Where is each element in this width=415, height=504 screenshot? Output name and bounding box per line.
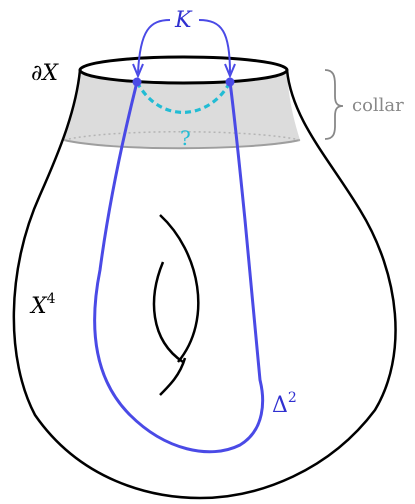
knot-arrow-left [137,19,171,74]
manifold-outline [12,69,397,500]
question-arc [135,81,232,114]
knot-point-right [225,77,235,87]
collar-band [64,70,300,148]
disk-curve [93,81,265,454]
knot-label: K [174,8,193,33]
knot-arrowhead-left [132,63,144,79]
collar-bottom-back [63,131,301,141]
manifold-superscript: 4 [47,291,56,307]
boundary-label: ∂X [31,61,59,86]
disk-label: Δ2 [272,390,297,418]
hole-lower-curve [152,261,184,364]
collar-brace [324,69,344,140]
disk-superscript: 2 [288,390,297,406]
knot-arrowhead-right [224,63,236,79]
knot-point-left [132,77,142,87]
hole-tail [159,357,187,396]
manifold-label: X4 [29,291,56,319]
collar-bottom-front [63,139,301,150]
hole-upper-curve [159,214,200,363]
boundary-ellipse [78,55,289,85]
knot-arrow-right [198,19,231,74]
question-label: ? [180,126,191,150]
collar-label: collar [352,95,404,116]
